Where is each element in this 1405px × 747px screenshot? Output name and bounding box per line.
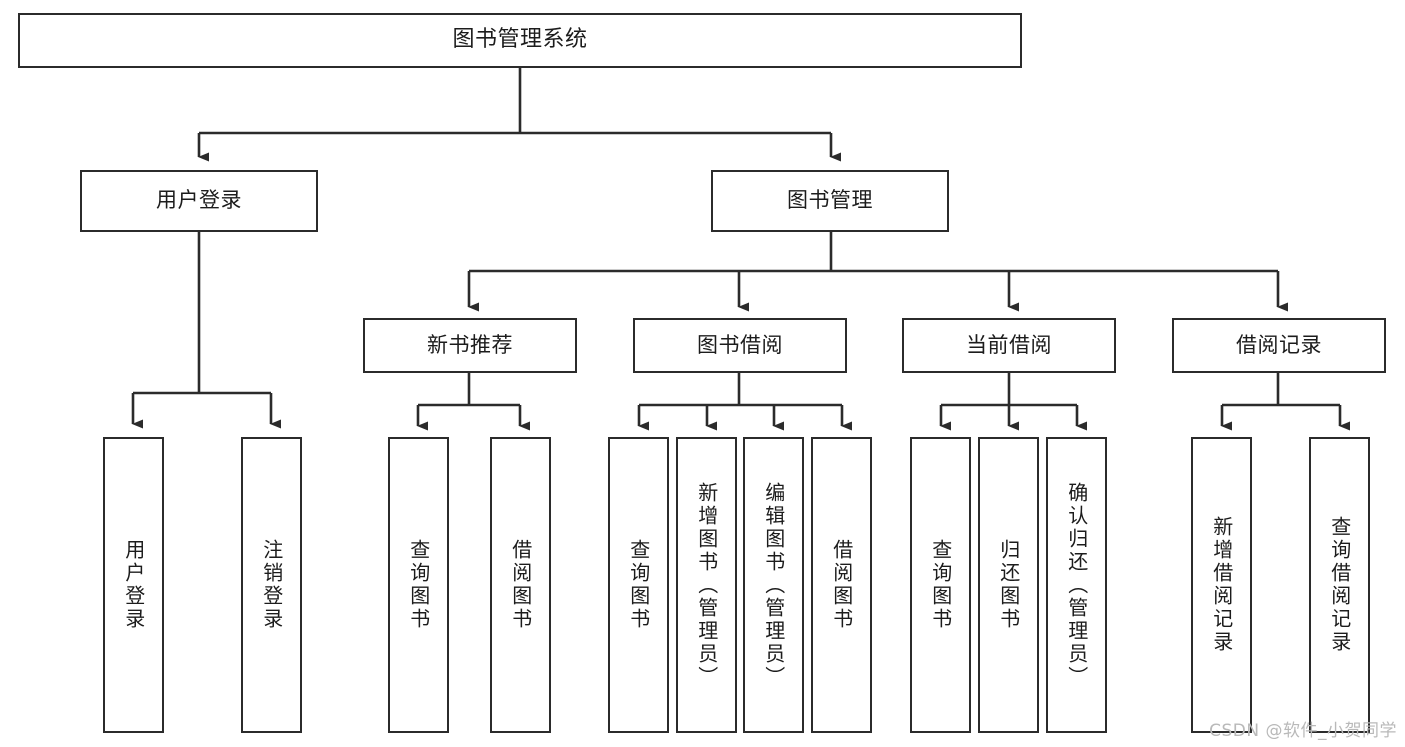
node-label: 借阅图书: [829, 539, 854, 631]
node-leaf-user-login[interactable]: 用户登录: [103, 437, 164, 733]
node-leaf-borrow-book-1[interactable]: 借阅图书: [490, 437, 551, 733]
csdn-watermark: CSDN @软件_小贺同学: [1209, 721, 1397, 741]
node-leaf-confirm-return-admin[interactable]: 确认归还（管理员）: [1046, 437, 1107, 733]
node-leaf-return-book[interactable]: 归还图书: [978, 437, 1039, 733]
node-leaf-add-borrow-record[interactable]: 新增借阅记录: [1191, 437, 1252, 733]
node-book-management[interactable]: 图书管理: [711, 170, 949, 232]
node-current-borrowing[interactable]: 当前借阅: [902, 318, 1116, 373]
node-label: 编辑图书（管理员）: [761, 481, 786, 689]
node-user-login[interactable]: 用户登录: [80, 170, 318, 232]
node-label: 当前借阅: [966, 332, 1052, 357]
node-label: 新书推荐: [427, 332, 513, 357]
node-leaf-borrow-book-2[interactable]: 借阅图书: [811, 437, 872, 733]
node-label: 用户登录: [156, 188, 242, 213]
node-label: 新增图书（管理员）: [694, 481, 719, 689]
node-label: 确认归还（管理员）: [1064, 481, 1089, 689]
node-label: 借阅记录: [1236, 332, 1322, 357]
node-leaf-query-book-2[interactable]: 查询图书: [608, 437, 669, 733]
node-leaf-query-book-1[interactable]: 查询图书: [388, 437, 449, 733]
node-new-book-recommendation[interactable]: 新书推荐: [363, 318, 577, 373]
node-leaf-query-borrow-record[interactable]: 查询借阅记录: [1309, 437, 1370, 733]
node-leaf-query-book-3[interactable]: 查询图书: [910, 437, 971, 733]
node-label: 用户登录: [121, 539, 146, 631]
node-label: 图书管理: [787, 188, 873, 213]
node-leaf-edit-book-admin[interactable]: 编辑图书（管理员）: [743, 437, 804, 733]
node-label: 查询借阅记录: [1327, 516, 1352, 654]
node-label: 图书借阅: [697, 332, 783, 357]
node-label: 归还图书: [996, 539, 1021, 631]
node-label: 查询图书: [928, 539, 953, 631]
node-root-book-management-system[interactable]: 图书管理系统: [18, 13, 1022, 68]
node-label: 注销登录: [259, 539, 284, 631]
node-label: 图书管理系统: [452, 27, 588, 53]
node-leaf-add-book-admin[interactable]: 新增图书（管理员）: [676, 437, 737, 733]
node-book-borrowing[interactable]: 图书借阅: [633, 318, 847, 373]
node-label: 新增借阅记录: [1209, 516, 1234, 654]
node-label: 查询图书: [626, 539, 651, 631]
node-label: 借阅图书: [508, 539, 533, 631]
node-borrowing-record[interactable]: 借阅记录: [1172, 318, 1386, 373]
node-label: 查询图书: [406, 539, 431, 631]
node-leaf-logout-login[interactable]: 注销登录: [241, 437, 302, 733]
